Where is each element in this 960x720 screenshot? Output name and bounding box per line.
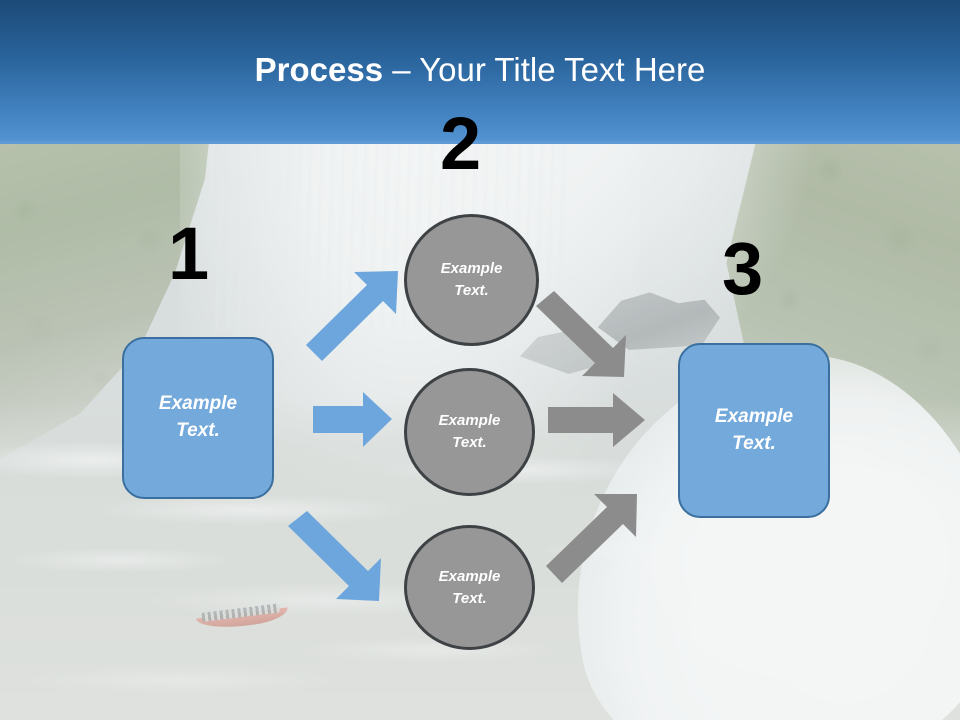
step-number-3: 3 [722, 227, 763, 310]
page-title-bold: Process [254, 51, 384, 88]
process-circle-bottom[interactable]: Example Text. [404, 525, 535, 650]
process-circle-bottom-line1: Example [438, 567, 501, 585]
page-title: Process – Your Title Text Here [0, 50, 960, 90]
process-circle-bottom-text: Example Text. [439, 566, 501, 610]
process-circle-top[interactable]: Example Text. [404, 214, 539, 346]
page-title-rest: Your Title Text Here [419, 51, 706, 88]
end-box-text: Example Text. [715, 404, 793, 458]
step-number-2: 2 [440, 102, 481, 185]
process-circle-middle[interactable]: Example Text. [404, 368, 535, 496]
start-box-text: Example Text. [159, 391, 237, 445]
process-circle-top-text: Example Text. [441, 258, 503, 302]
start-box[interactable]: Example Text. [122, 337, 274, 499]
process-circle-middle-line1: Example [438, 412, 501, 430]
process-circle-top-line1: Example [440, 260, 503, 278]
step-number-1: 1 [168, 212, 209, 295]
end-box[interactable]: Example Text. [678, 343, 830, 518]
process-circle-bottom-line2: Text. [452, 589, 487, 607]
title-banner-rule [0, 141, 960, 144]
process-circle-top-line2: Text. [454, 282, 489, 299]
process-circle-middle-line2: Text. [452, 434, 487, 451]
end-box-line1: Example [714, 405, 794, 427]
end-box-line2: Text. [732, 432, 776, 454]
start-box-line2: Text. [176, 420, 220, 441]
process-circle-middle-text: Example Text. [439, 410, 501, 454]
start-box-line1: Example [158, 393, 238, 415]
title-banner [0, 0, 960, 141]
page-title-separator: – [383, 51, 420, 88]
